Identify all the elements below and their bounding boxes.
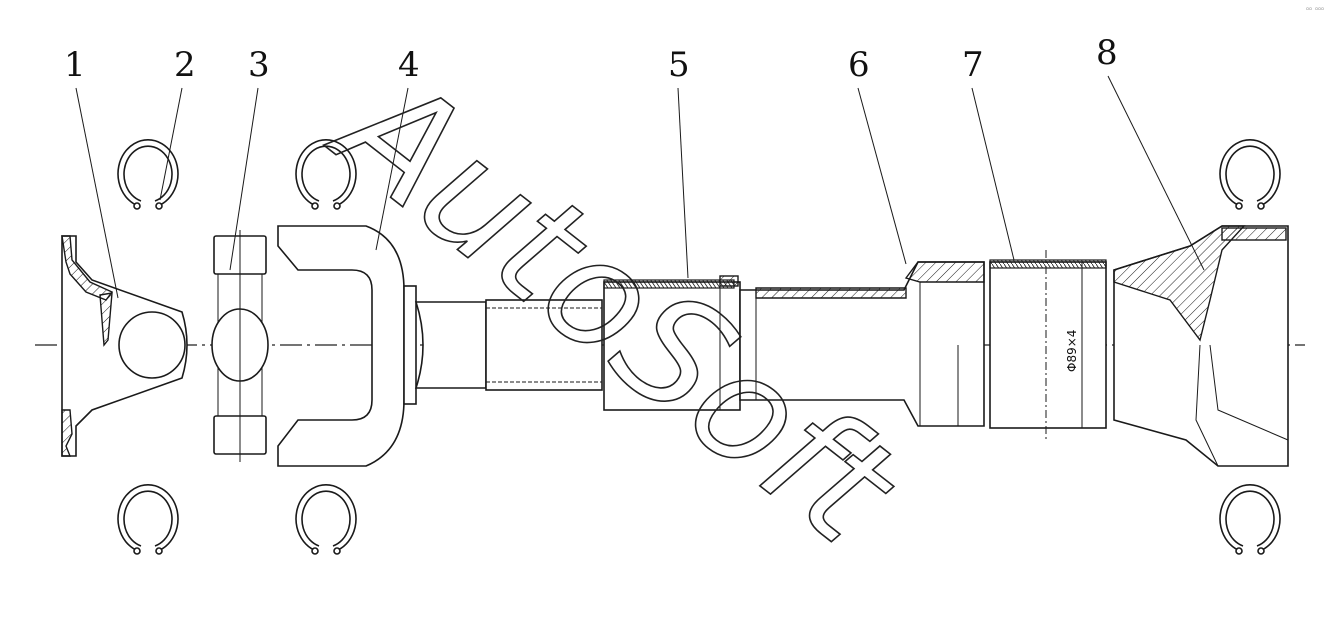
callout-2: 2	[174, 45, 196, 85]
snap-ring-top-1	[117, 139, 179, 210]
callout-8: 8	[1096, 33, 1118, 73]
snap-ring-bottom-3	[1219, 484, 1281, 555]
leader-7	[971, 87, 1015, 261]
balance-band-drawing: Φ89×4	[989, 250, 1107, 440]
flange-yoke-drawing	[61, 235, 188, 457]
leader-5	[677, 87, 689, 279]
cross-spider-drawing	[211, 230, 269, 462]
leader-2	[159, 87, 183, 201]
slip-yoke-drawing	[277, 225, 603, 467]
callout-3: 3	[248, 45, 270, 85]
callout-1: 1	[64, 45, 86, 85]
snap-ring-bottom-1	[117, 484, 179, 555]
callout-4: 4	[398, 45, 420, 85]
weld-yoke-drawing	[1113, 225, 1289, 467]
callout-5: 5	[668, 45, 690, 85]
leader-6	[857, 87, 907, 265]
snap-ring-top-2	[295, 139, 357, 210]
callout-6: 6	[848, 45, 870, 85]
leader-3	[229, 87, 259, 271]
leader-1	[75, 87, 119, 299]
callout-7: 7	[962, 45, 984, 85]
leader-8	[1107, 75, 1205, 271]
snap-ring-top-3	[1219, 139, 1281, 210]
corner-mark: ▫▫ ▫▫▫	[1306, 6, 1324, 12]
snap-ring-group	[117, 139, 1281, 555]
leader-4	[375, 87, 409, 251]
callout-numbers: 1 2 3 4 5 6 7 8	[64, 33, 1118, 85]
snap-ring-bottom-2	[295, 484, 357, 555]
tube-dimension-label: Φ89×4	[1065, 330, 1079, 372]
tube-shaft-drawing	[739, 261, 985, 427]
leader-lines	[75, 75, 1205, 299]
